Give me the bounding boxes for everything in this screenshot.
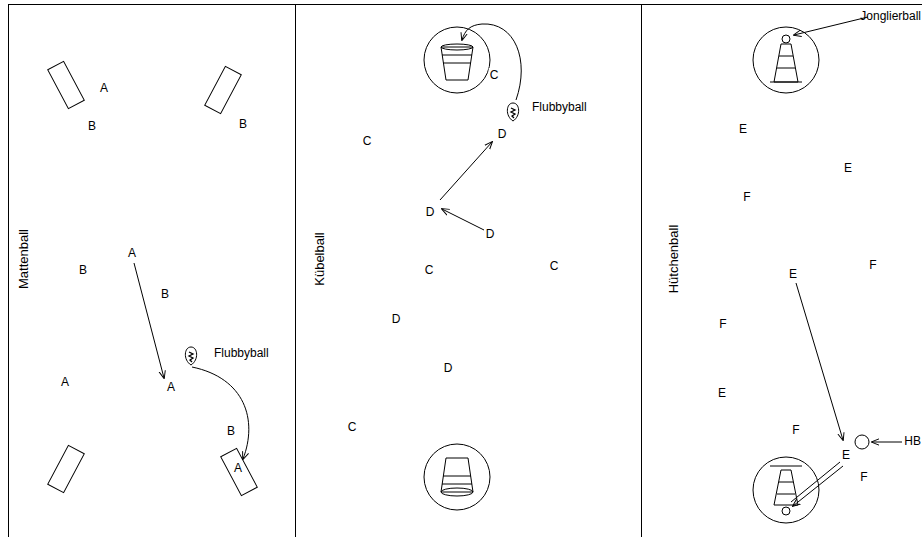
ball-label: Flubbyball — [214, 346, 269, 360]
field-title: Hütchenball — [666, 225, 681, 294]
player-letter: A — [60, 375, 70, 389]
player-letter: E — [843, 161, 853, 175]
player-letter: B — [160, 287, 170, 301]
field-title: Mattenball — [16, 229, 31, 289]
player-letter: F — [742, 190, 751, 204]
player-letter: F — [868, 258, 877, 272]
player-letter: C — [549, 259, 560, 273]
player-letter: D — [497, 127, 508, 141]
flubbyball — [185, 347, 196, 365]
player-letter: E — [841, 448, 851, 462]
player-letter: A — [166, 380, 176, 394]
ball-label: Flubbyball — [532, 100, 587, 114]
player-letter: E — [717, 386, 727, 400]
player-letter: C — [489, 68, 500, 82]
player-letter: C — [362, 134, 373, 148]
mat — [48, 61, 85, 108]
bucket-zone — [424, 27, 490, 93]
player-letter: B — [78, 263, 88, 277]
hb-ball — [855, 435, 869, 449]
player-letter: B — [238, 117, 248, 131]
flubbyball — [507, 103, 518, 121]
player-letter: D — [391, 312, 402, 326]
cone-zone — [753, 457, 819, 523]
player-letter: B — [226, 424, 236, 438]
mat — [221, 448, 258, 495]
player-letter: C — [347, 420, 358, 434]
bucket-zone — [424, 444, 490, 510]
field-title: Kübelball — [312, 232, 327, 286]
player-letter: D — [443, 361, 454, 375]
field-panel: Kübelball — [295, 4, 642, 537]
player-letter: F — [791, 423, 800, 437]
mat — [48, 445, 85, 492]
player-letter: E — [738, 122, 748, 136]
player-letter: C — [424, 263, 435, 277]
mat — [205, 66, 242, 113]
player-letter: A — [233, 461, 243, 475]
player-letter: B — [87, 119, 97, 133]
ball-label: Jonglierball — [860, 9, 921, 23]
field-panel: Hütchenball — [641, 4, 922, 537]
player-letter: A — [127, 246, 137, 260]
player-letter: F — [718, 317, 727, 331]
player-letter: F — [859, 470, 868, 484]
cone-zone — [753, 27, 819, 93]
player-letter: A — [99, 81, 109, 95]
field-panel: Mattenball — [8, 4, 296, 537]
player-letter: E — [788, 267, 798, 281]
player-letter: D — [485, 227, 496, 241]
player-letter: D — [425, 205, 436, 219]
ball-label: HB — [904, 434, 921, 448]
